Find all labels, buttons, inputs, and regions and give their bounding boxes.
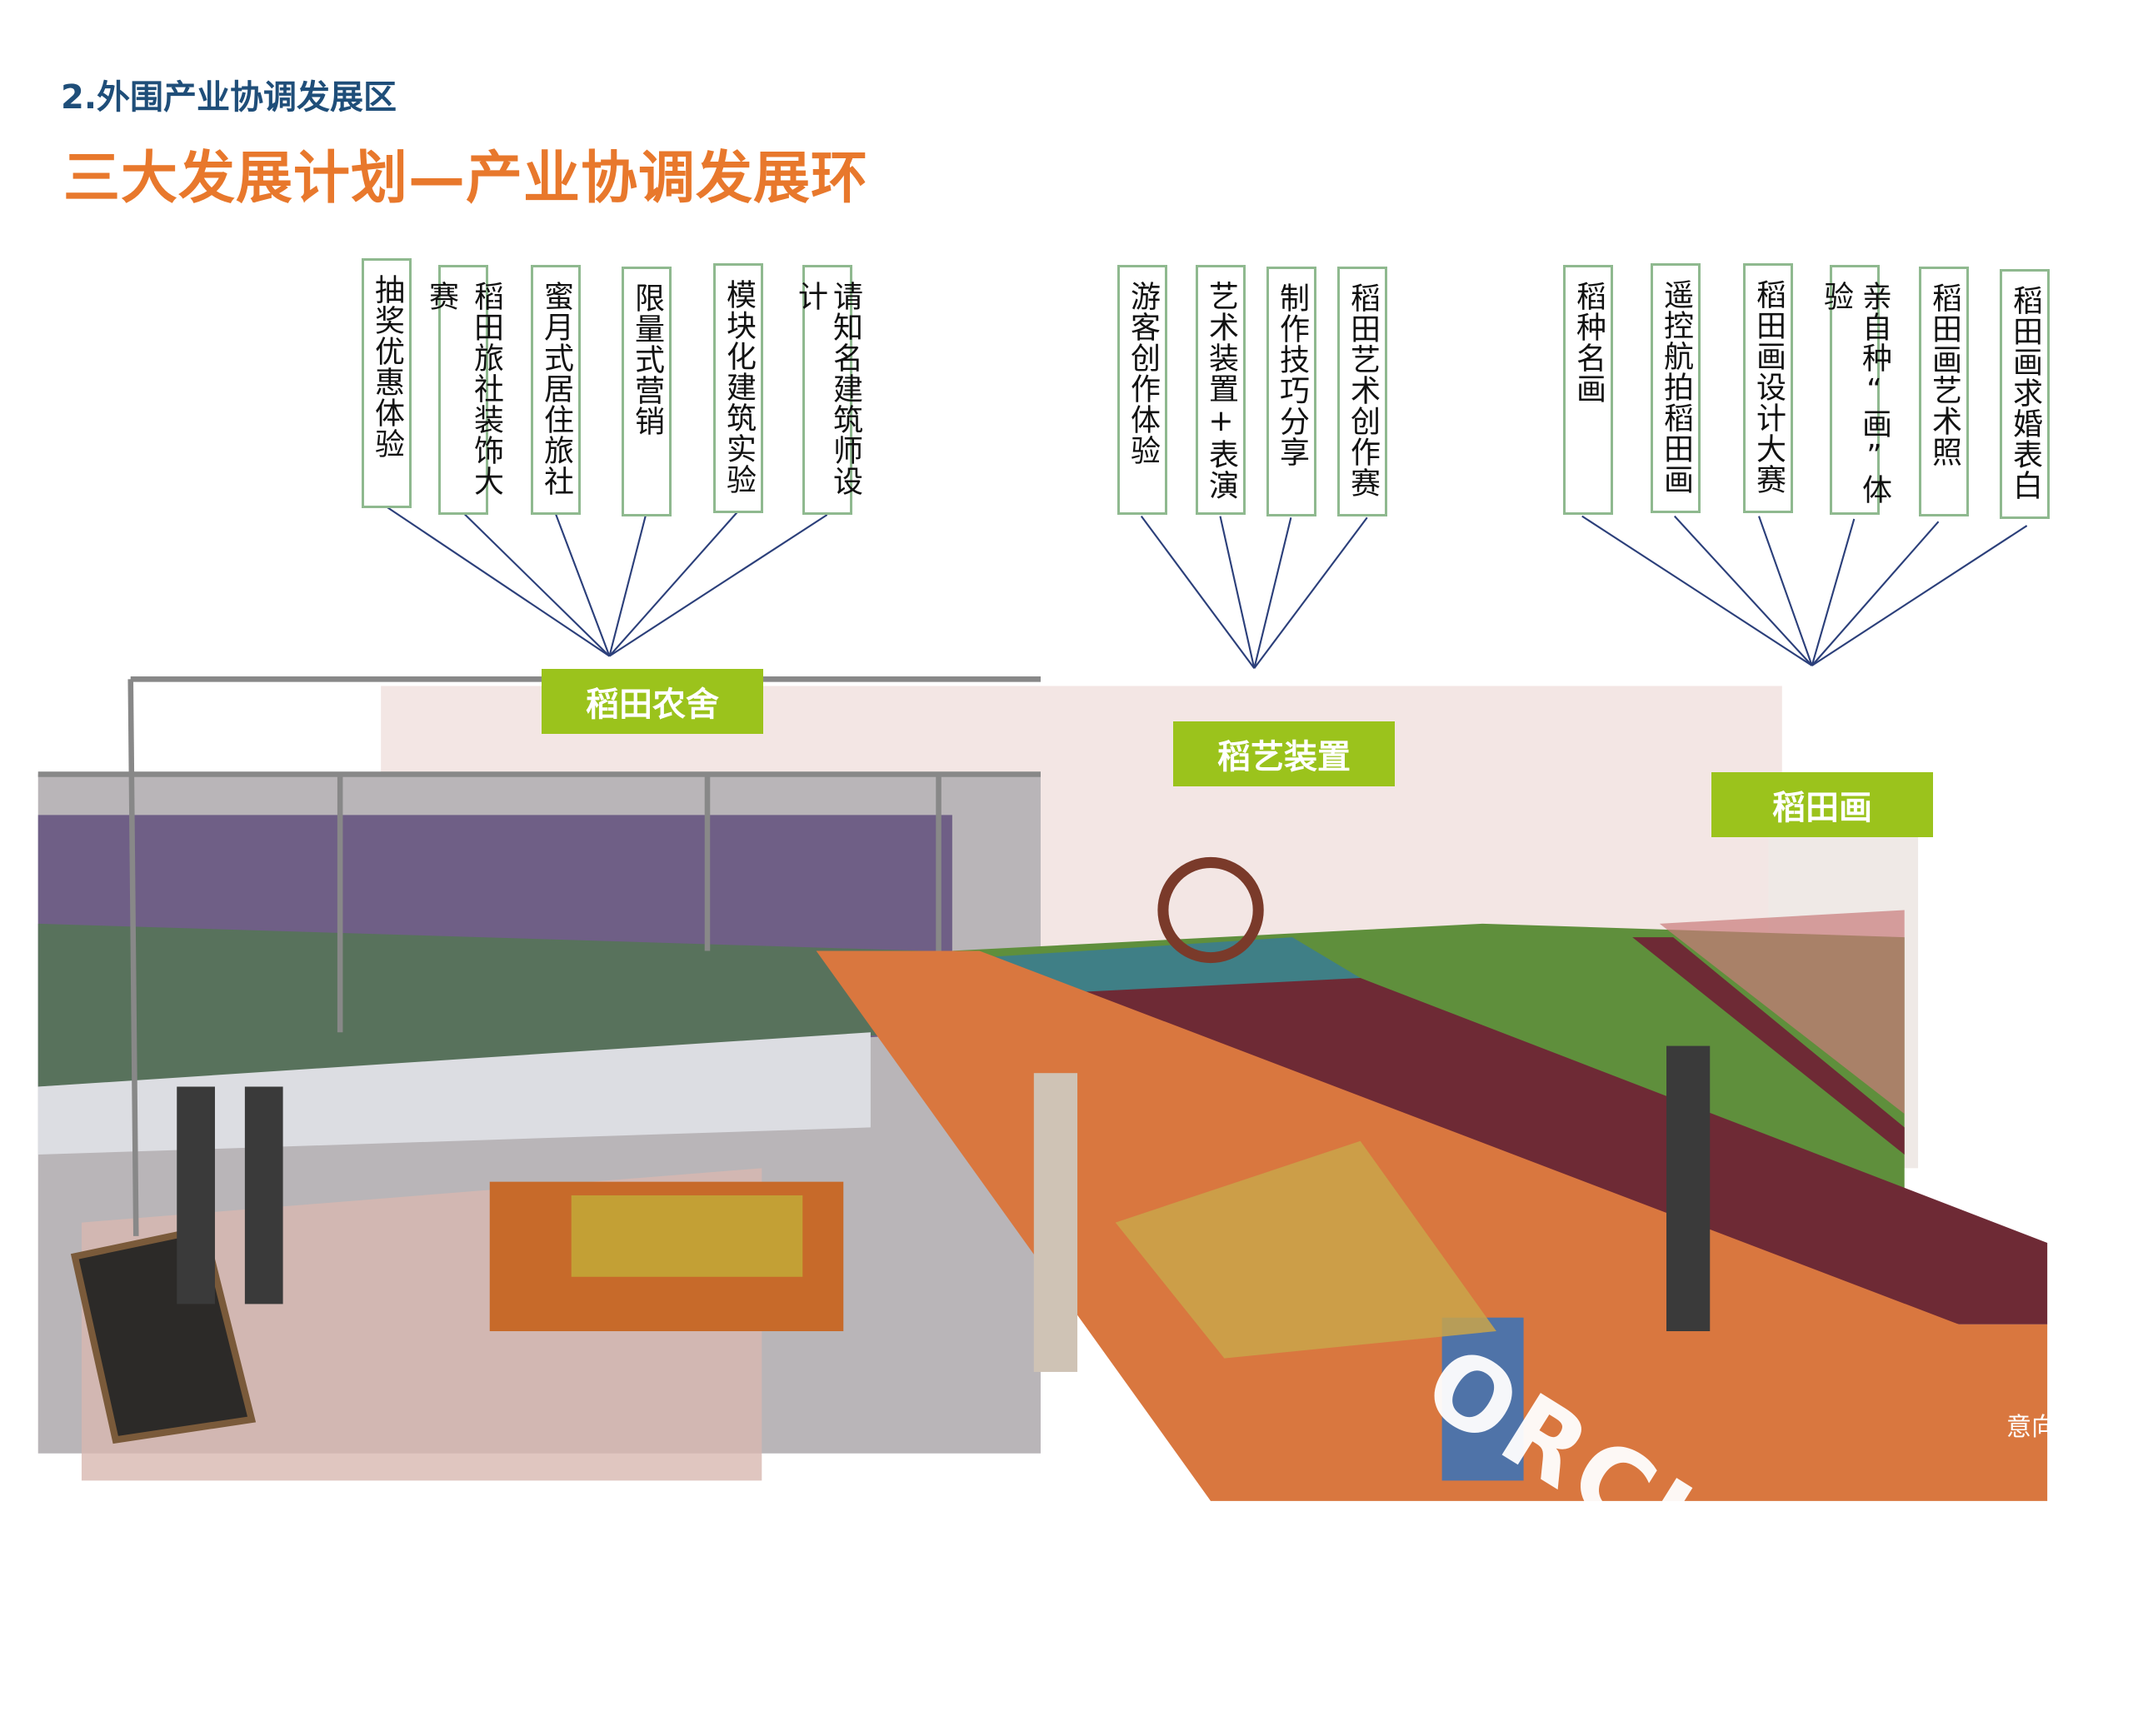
image-caption: 意向图	[2006, 1413, 2081, 1442]
feature-box: 稻田旅社装饰大赛	[424, 265, 503, 515]
rice-bundle	[1115, 1140, 1496, 1359]
feature-box: 稻种名画	[1563, 265, 1613, 515]
feature-box: 艺术装置+表演	[1196, 265, 1246, 515]
feature-box: 稻田艺术创作赛	[1337, 267, 1387, 516]
feature-box: 稻田画艺术照	[1919, 267, 1969, 516]
orange-path	[816, 950, 2048, 1501]
feature-box: 遥控航拍稻田画	[1651, 263, 1701, 513]
feature-box: 抽奖优惠体验	[362, 258, 412, 508]
feature-box: 亲自种“画”体验	[1819, 265, 1891, 515]
feature-box: 稻田画设计大赛	[1743, 263, 1793, 513]
section-subtitle: 2.外围产业协调发展区	[61, 78, 397, 117]
feature-box: 游客创作体验	[1117, 265, 1167, 515]
feature-box: 制作技巧分享	[1266, 267, 1316, 516]
feature-box: 限量式营销	[622, 267, 672, 516]
visitors	[177, 1045, 1711, 1481]
feature-box: 请知名建筑师设计	[793, 265, 862, 515]
group-tag-art-installation: 稻艺装置	[1173, 721, 1395, 786]
feature-box: 蜜月式居住旅社	[531, 265, 581, 515]
page-title: 三大发展计划—产业协调发展环	[63, 146, 869, 212]
scene-illustration	[37, 506, 2048, 1501]
group-tag-rice-paddy-art: 稻田画	[1711, 772, 1933, 837]
feature-box: 模块化建筑实验	[713, 263, 763, 513]
feature-box: 稻田画求婚表白	[2000, 269, 2050, 519]
connector-lines	[386, 506, 2028, 669]
group-tag-farmhouse: 稻田农舍	[542, 669, 763, 734]
water-wheel	[1157, 856, 1264, 964]
